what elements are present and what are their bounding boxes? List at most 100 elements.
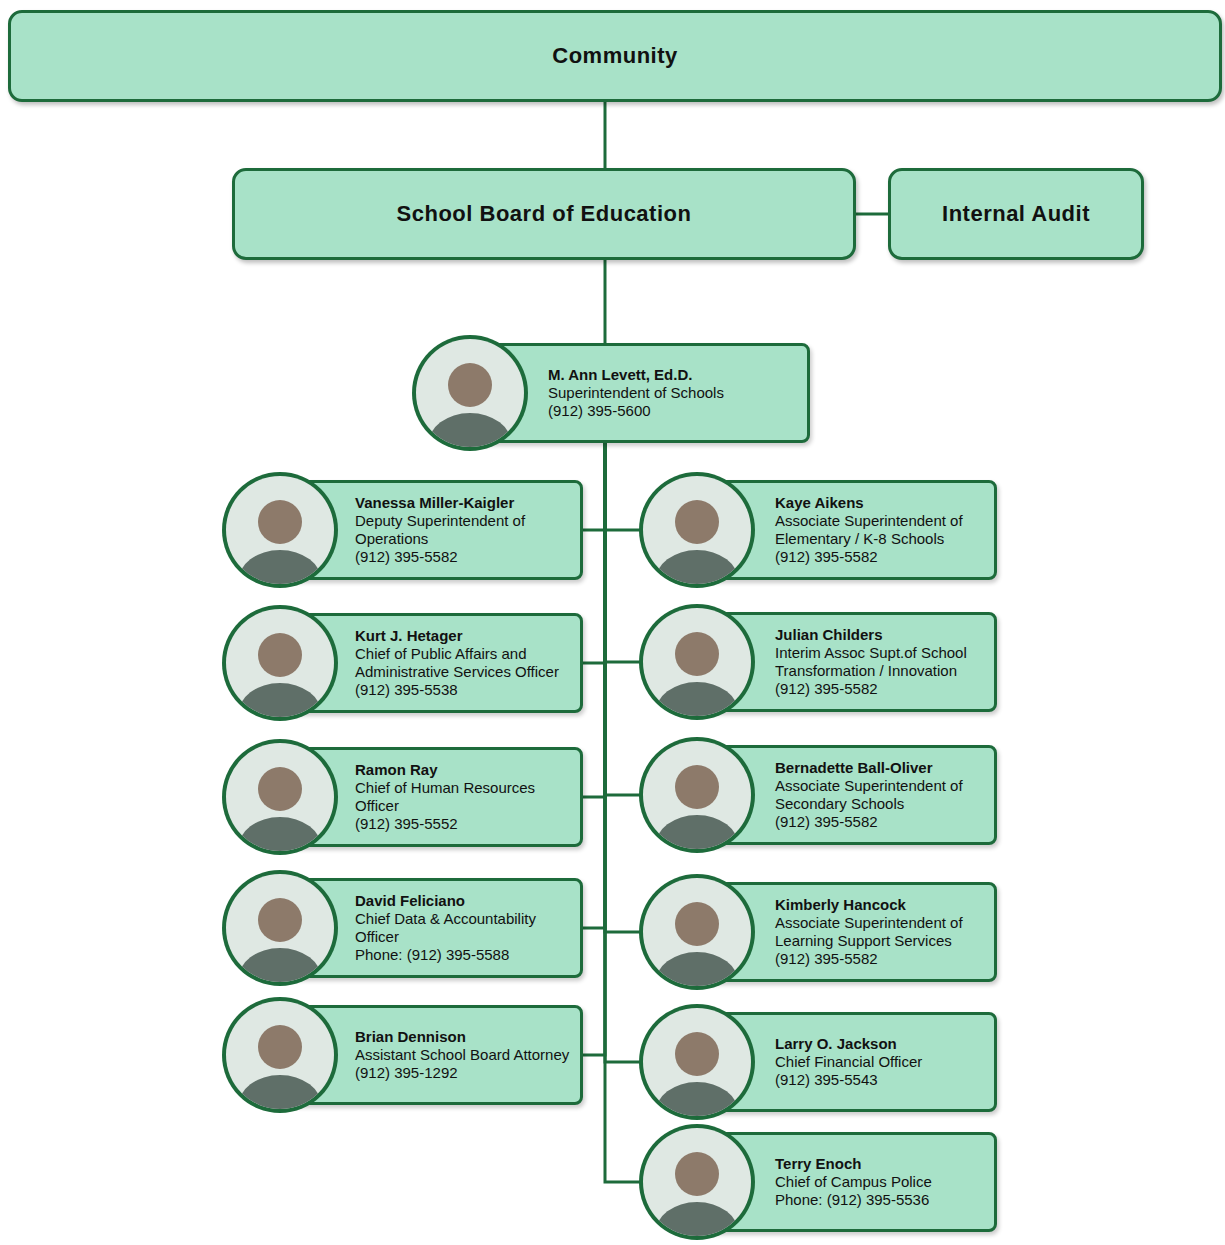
portrait-photo bbox=[637, 1122, 757, 1242]
portrait-head bbox=[675, 1032, 719, 1076]
portrait-shoulders bbox=[238, 817, 322, 857]
connector-line bbox=[583, 443, 605, 530]
portrait-head bbox=[258, 1025, 302, 1069]
staff-box: Kimberly HancockAssociate Superintendent… bbox=[697, 882, 997, 982]
portrait-shoulders bbox=[238, 948, 322, 988]
connector-line bbox=[583, 443, 605, 663]
connector-line bbox=[856, 213, 888, 216]
person-name: Kaye Aikens bbox=[775, 494, 988, 512]
person-name: Terry Enoch bbox=[775, 1155, 988, 1173]
portrait-shoulders bbox=[238, 550, 322, 590]
portrait-head bbox=[675, 765, 719, 809]
org-band-box: Community bbox=[8, 10, 1222, 102]
phone-number: (912) 395-5582 bbox=[775, 950, 988, 968]
portrait-head bbox=[675, 500, 719, 544]
portrait-shoulders bbox=[655, 682, 739, 722]
job-title: Superintendent of Schools bbox=[548, 384, 801, 402]
portrait-shoulders bbox=[655, 1082, 739, 1122]
phone-number: (912) 395-5582 bbox=[775, 813, 988, 831]
staff-box: Ramon RayChief of Human Resources Office… bbox=[280, 747, 583, 847]
connector-line bbox=[583, 443, 605, 1055]
staff-box: Terry EnochChief of Campus PolicePhone: … bbox=[697, 1132, 997, 1232]
box-title: School Board of Education bbox=[397, 201, 692, 227]
org-band-box: School Board of Education bbox=[232, 168, 856, 260]
box-title: Internal Audit bbox=[942, 201, 1090, 227]
staff-box: Julian ChildersInterim Assoc Supt.of Sch… bbox=[697, 612, 997, 712]
phone-number: (912) 395-5582 bbox=[775, 680, 988, 698]
person-name: Julian Childers bbox=[775, 626, 988, 644]
portrait-shoulders bbox=[655, 550, 739, 590]
job-title: Associate Superintendent of Elementary /… bbox=[775, 512, 988, 548]
staff-box: Kurt J. HetagerChief of Public Affairs a… bbox=[280, 613, 583, 713]
person-name: Kimberly Hancock bbox=[775, 896, 988, 914]
staff-box: M. Ann Levett, Ed.D.Superintendent of Sc… bbox=[470, 343, 810, 443]
phone-number: (912) 395-5600 bbox=[548, 402, 801, 420]
portrait-shoulders bbox=[428, 413, 512, 453]
staff-box: Kaye AikensAssociate Superintendent of E… bbox=[697, 480, 997, 580]
portrait-shoulders bbox=[655, 815, 739, 855]
job-title: Interim Assoc Supt.of School Transformat… bbox=[775, 644, 988, 680]
job-title: Associate Superintendent of Learning Sup… bbox=[775, 914, 988, 950]
job-title: Chief of Public Affairs and Administrati… bbox=[355, 645, 574, 681]
portrait-photo bbox=[220, 603, 340, 723]
staff-box: David FelicianoChief Data & Accountabili… bbox=[280, 878, 583, 978]
portrait-photo bbox=[220, 995, 340, 1115]
connector-line bbox=[604, 260, 607, 343]
portrait-head bbox=[258, 898, 302, 942]
job-title: Chief Data & Accountability Officer bbox=[355, 910, 574, 946]
connector-line bbox=[604, 102, 607, 168]
person-name: M. Ann Levett, Ed.D. bbox=[548, 366, 801, 384]
job-title: Deputy Superintendent of Operations bbox=[355, 512, 574, 548]
portrait-photo bbox=[220, 868, 340, 988]
phone-number: (912) 395-5582 bbox=[355, 548, 574, 566]
staff-box: Vanessa Miller-KaiglerDeputy Superintend… bbox=[280, 480, 583, 580]
portrait-shoulders bbox=[655, 1202, 739, 1242]
phone-number: (912) 395-5538 bbox=[355, 681, 574, 699]
portrait-head bbox=[675, 1152, 719, 1196]
portrait-head bbox=[258, 767, 302, 811]
person-name: Ramon Ray bbox=[355, 761, 574, 779]
portrait-shoulders bbox=[655, 952, 739, 992]
phone-number: (912) 395-5543 bbox=[775, 1071, 988, 1089]
job-title: Chief of Campus Police bbox=[775, 1173, 988, 1191]
portrait-head bbox=[258, 500, 302, 544]
staff-box: Brian DennisonAssistant School Board Att… bbox=[280, 1005, 583, 1105]
portrait-photo bbox=[220, 470, 340, 590]
portrait-head bbox=[448, 363, 492, 407]
portrait-photo bbox=[637, 1002, 757, 1122]
phone-number: (912) 395-1292 bbox=[355, 1064, 574, 1082]
portrait-head bbox=[258, 633, 302, 677]
job-title: Chief of Human Resources Officer bbox=[355, 779, 574, 815]
portrait-photo bbox=[637, 872, 757, 992]
portrait-head bbox=[675, 902, 719, 946]
phone-number: (912) 395-5552 bbox=[355, 815, 574, 833]
phone-number: (912) 395-5582 bbox=[775, 548, 988, 566]
person-name: Bernadette Ball-Oliver bbox=[775, 759, 988, 777]
person-name: Kurt J. Hetager bbox=[355, 627, 574, 645]
phone-number: Phone: (912) 395-5536 bbox=[775, 1191, 988, 1209]
person-name: Brian Dennison bbox=[355, 1028, 574, 1046]
person-name: David Feliciano bbox=[355, 892, 574, 910]
person-name: Larry O. Jackson bbox=[775, 1035, 988, 1053]
portrait-shoulders bbox=[238, 683, 322, 723]
person-name: Vanessa Miller-Kaigler bbox=[355, 494, 574, 512]
portrait-shoulders bbox=[238, 1075, 322, 1115]
job-title: Associate Superintendent of Secondary Sc… bbox=[775, 777, 988, 813]
portrait-photo bbox=[637, 470, 757, 590]
connector-line bbox=[583, 443, 605, 797]
portrait-photo bbox=[410, 333, 530, 453]
portrait-photo bbox=[637, 735, 757, 855]
org-band-box: Internal Audit bbox=[888, 168, 1144, 260]
staff-box: Larry O. JacksonChief Financial Officer(… bbox=[697, 1012, 997, 1112]
connector-line bbox=[583, 443, 605, 928]
phone-number: Phone: (912) 395-5588 bbox=[355, 946, 574, 964]
portrait-photo bbox=[220, 737, 340, 857]
job-title: Assistant School Board Attorney bbox=[355, 1046, 574, 1064]
portrait-photo bbox=[637, 602, 757, 722]
portrait-head bbox=[675, 632, 719, 676]
job-title: Chief Financial Officer bbox=[775, 1053, 988, 1071]
box-title: Community bbox=[552, 43, 678, 69]
staff-box: Bernadette Ball-OliverAssociate Superint… bbox=[697, 745, 997, 845]
